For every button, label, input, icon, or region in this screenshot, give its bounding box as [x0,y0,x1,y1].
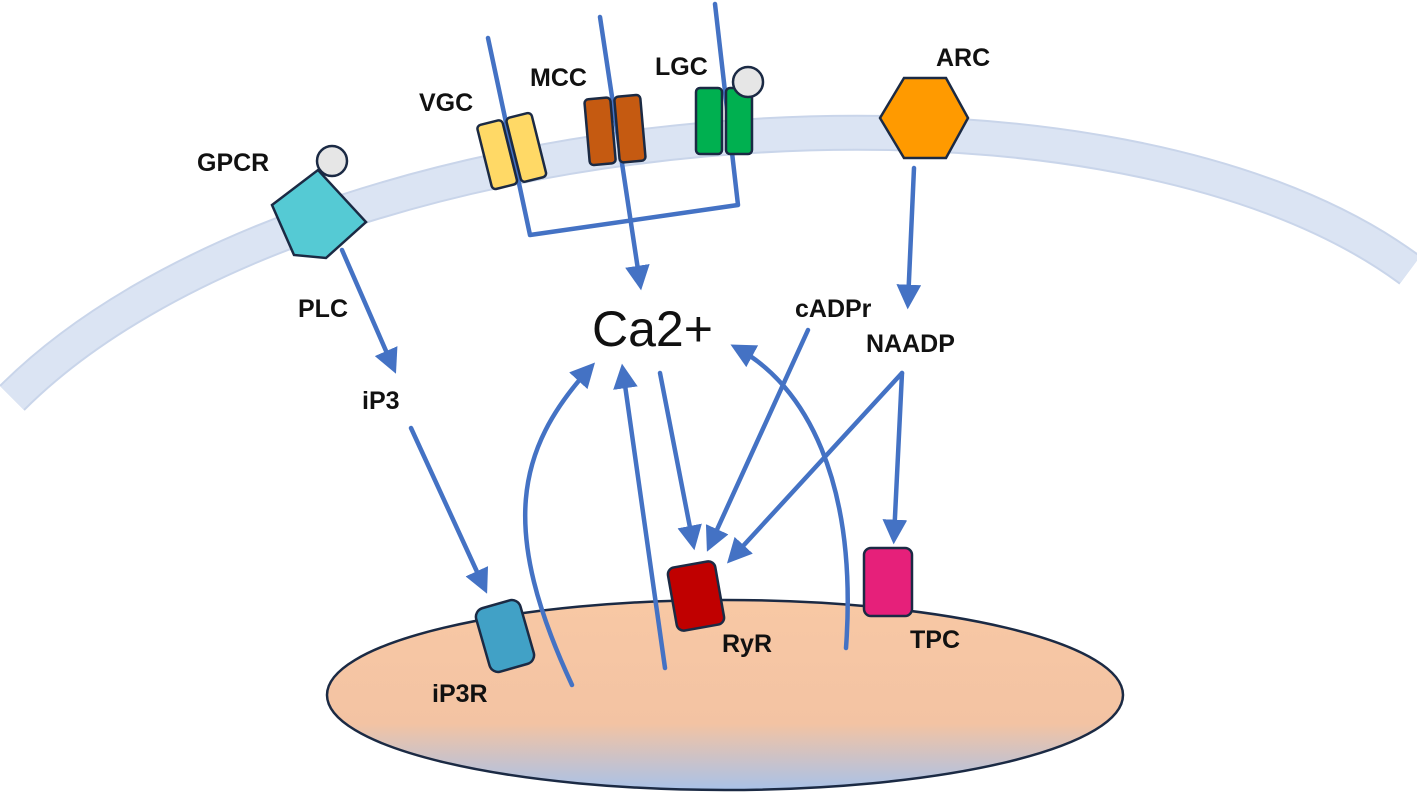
label-ryr: RyR [722,630,772,658]
label-cadpr: cADPr [795,295,872,323]
arrow-cadpr-to-ryr [705,327,811,552]
arrow-ca-to-ryr [657,370,702,551]
arc-receptor [878,76,970,160]
label-ip3r: iP3R [432,680,488,708]
arrow-naadp-to-tpc [882,370,908,545]
arrow-tpc-release-to-ca [730,344,850,651]
ryr-channel [666,560,726,632]
gpcr-ligand [315,144,349,178]
tpc-channel [862,546,914,618]
label-naadp: NAADP [866,330,955,358]
label-gpcr: GPCR [197,149,269,177]
gpcr-shape [270,168,368,260]
label-vgc: VGC [419,89,473,117]
label-mcc: MCC [530,64,587,92]
arrow-arc-to-cadpr [896,165,922,310]
arrow-ip3r-release-to-ca [522,362,596,688]
arrow-ryr-release-to-ca [613,363,668,671]
label-calcium: Ca2+ [592,301,713,357]
label-lgc: LGC [655,53,708,81]
label-arc: ARC [936,44,990,72]
gpcr-receptor [270,144,368,260]
vgc-channel [476,111,548,191]
ip3r-channel [474,598,536,674]
arrow-gpcr-to-ip3 [339,247,398,374]
mcc-channel [583,93,647,167]
lgc-channel [694,65,765,156]
lgc-ligand [731,65,765,99]
label-ip3: iP3 [362,387,400,415]
label-tpc: TPC [910,626,960,654]
label-plc: PLC [298,295,348,323]
arrow-ip3-to-ip3r [408,425,489,594]
arrow-naadp-to-ryr [726,370,905,564]
